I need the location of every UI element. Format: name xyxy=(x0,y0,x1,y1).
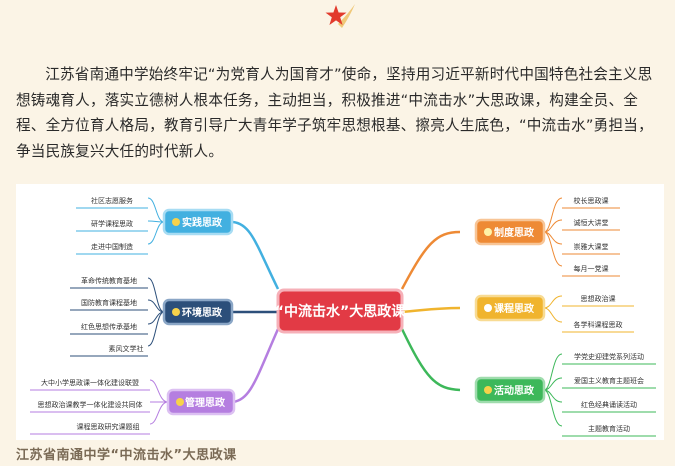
leaf-label: 崇雅大课堂 xyxy=(574,242,609,251)
branch-environment: 环境思政 xyxy=(162,298,234,326)
leaf-label: 课程思政研究课题组 xyxy=(77,422,140,431)
branch-title: 课程思政 xyxy=(494,302,535,315)
leaf-label: 走进中国制造 xyxy=(91,242,133,251)
branch-title: 实践思政 xyxy=(182,216,223,229)
branch-curriculum: 课程思政 xyxy=(474,294,546,322)
leaf-label: 主题教育活动 xyxy=(588,424,630,433)
figure-caption: 江苏省南通中学“中流击水”大思政课 xyxy=(16,448,237,463)
leaf-label: 红色经典诵读活动 xyxy=(581,400,637,409)
idea-icon xyxy=(172,218,180,226)
branch-management: 管理思政 xyxy=(166,388,236,416)
leaf-label: 思想政治课 xyxy=(581,294,616,303)
center-node: “中流击水”大思政课 xyxy=(275,288,406,334)
leaf-label: 诚恒大讲堂 xyxy=(574,218,609,227)
leaf-label: 红色思想传承基地 xyxy=(81,322,137,331)
intro-paragraph: 江苏省南通中学始终牢记“为党育人为国育才”使命，坚持用习近平新时代中国特色社会主… xyxy=(16,66,653,160)
leaf-label: 每月一党课 xyxy=(574,264,609,273)
leaf-label: 社区志愿服务 xyxy=(91,196,133,205)
leaf-label: 爱国主义教育主题班会 xyxy=(574,376,644,385)
idea-icon xyxy=(484,304,492,312)
leaf-label: 各学科课程思政 xyxy=(574,320,623,329)
branch-system: 制度思政 xyxy=(474,218,546,246)
idea-icon xyxy=(172,308,180,316)
leaf-label: 思想政治课教学一体化建设共同体 xyxy=(38,400,143,409)
branch-title: 活动思政 xyxy=(494,384,535,397)
branch-practice: 实践思政 xyxy=(162,208,234,236)
idea-icon xyxy=(176,398,184,406)
idea-icon xyxy=(484,228,492,236)
mindmap: “中流击水”大思政课 实践思政 环境思政 管理思政 制度思政 课程思政 xyxy=(16,184,664,440)
leaf-label: 国防教育课程基地 xyxy=(81,298,137,307)
leaf-label: 研学课程思政 xyxy=(91,219,133,228)
leaf-label: 革命传统教育基地 xyxy=(81,276,137,285)
leaf-label: 校长思政课 xyxy=(574,196,609,205)
leaf-label: 素风文学社 xyxy=(109,344,144,353)
branch-title: 管理思政 xyxy=(185,396,226,409)
branch-title: 制度思政 xyxy=(494,226,535,239)
branch-activity: 活动思政 xyxy=(474,376,546,404)
center-label: “中流击水”大思政课 xyxy=(275,303,406,320)
idea-icon xyxy=(484,386,492,394)
star-icon xyxy=(325,4,355,28)
leaf-label: 学党史迎建党系列活动 xyxy=(574,352,644,361)
branch-title: 环境思政 xyxy=(182,306,223,319)
leaf-label: 大中小学思政课一体化建设联盟 xyxy=(41,378,139,387)
